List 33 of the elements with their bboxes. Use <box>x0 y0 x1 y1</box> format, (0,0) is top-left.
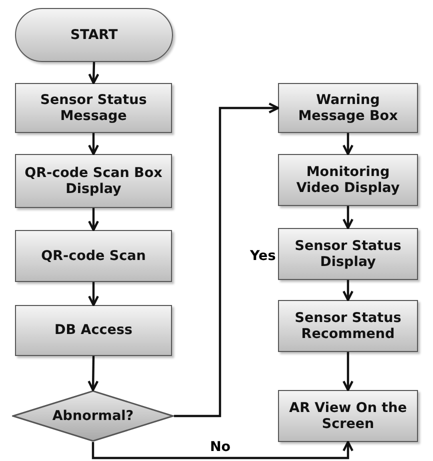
decision-diamond <box>12 390 174 442</box>
node-label: Abnormal? <box>51 408 135 424</box>
arrow <box>342 352 354 392</box>
process-box <box>15 83 172 133</box>
arrow <box>342 206 354 230</box>
process-box <box>15 154 172 208</box>
node-label: Warning Message Box <box>297 92 399 124</box>
process-box <box>278 228 418 280</box>
node-label: START <box>69 26 119 44</box>
arrow <box>88 208 99 232</box>
node-label: Sensor Status Display <box>294 238 402 270</box>
node-label: Sensor Status Message <box>39 92 148 124</box>
arrow <box>88 62 100 84</box>
node-label: DB Access <box>54 322 134 339</box>
process-box <box>278 390 418 442</box>
node-label: QR-code Scan Box Display <box>24 164 164 198</box>
process-box <box>278 83 418 133</box>
arrow <box>342 280 354 302</box>
arrow <box>88 356 99 392</box>
node-label: Sensor Status Recommend <box>294 310 402 342</box>
arrow <box>342 133 354 156</box>
process-box <box>15 305 172 356</box>
process-box <box>15 230 172 282</box>
arrow <box>174 102 280 418</box>
process-box <box>278 154 418 206</box>
process-box <box>278 300 418 352</box>
node-label: AR View On the Screen <box>288 400 408 432</box>
arrow <box>92 440 354 460</box>
arrow <box>88 282 99 306</box>
node-label: Monitoring Video Display <box>295 164 401 196</box>
node-label: QR-code Scan <box>40 248 147 264</box>
start-terminal <box>15 8 173 62</box>
arrow <box>88 133 99 156</box>
